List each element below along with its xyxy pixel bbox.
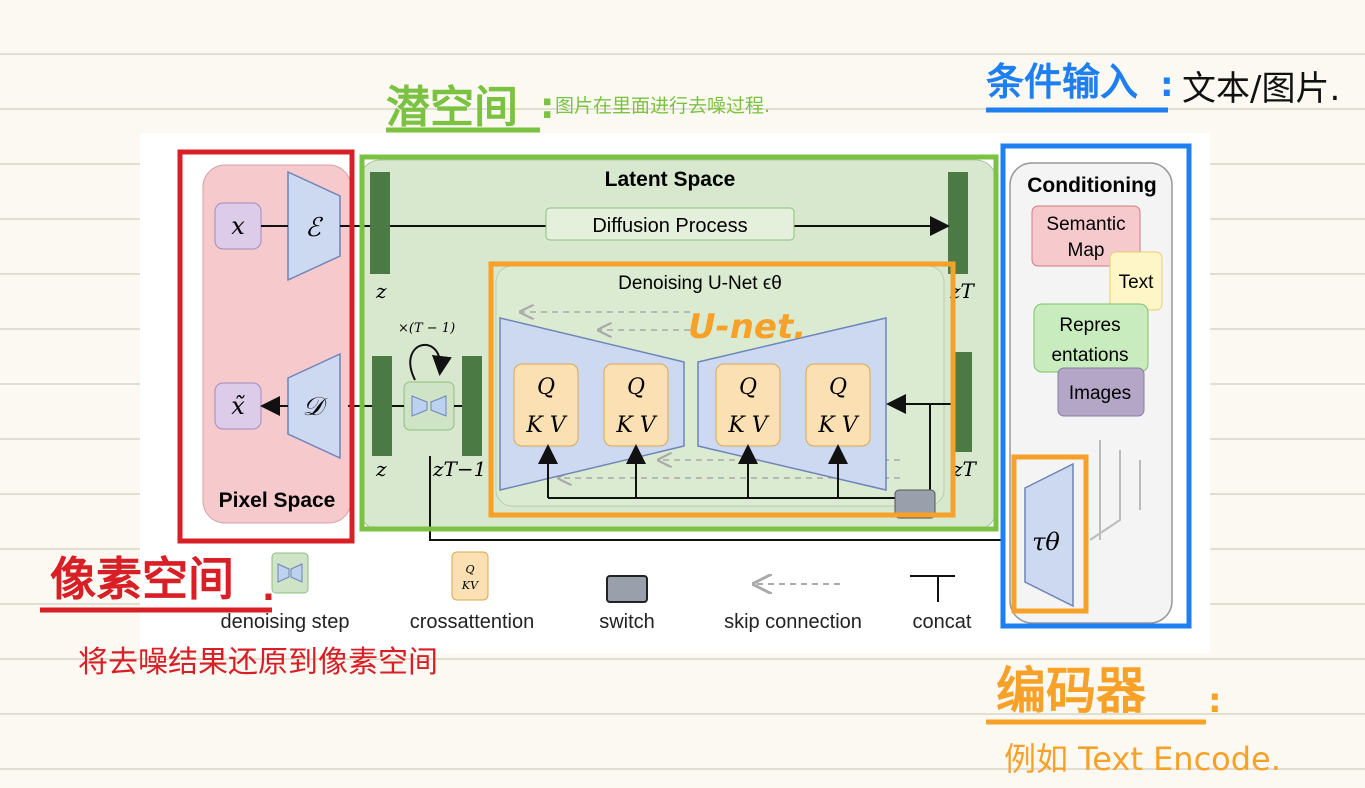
- svg-text::: :: [1160, 65, 1174, 105]
- legend-kv: KV: [461, 579, 479, 592]
- qkv-3-q: Q: [739, 375, 757, 400]
- conditioning-highlight-box: [1000, 143, 1192, 629]
- qkv-block-4: Q K V: [805, 363, 871, 447]
- legend-concat-icon: [910, 575, 955, 602]
- zT-bar-bottom: [952, 352, 972, 452]
- switch-icon: [894, 489, 936, 519]
- pixel-annotation-title: 像素空间: [50, 552, 234, 606]
- qkv-block-2: Q K V: [603, 363, 669, 447]
- svg-text::: :: [540, 86, 554, 127]
- svg-text::: :: [1208, 681, 1222, 721]
- diffusion-process-box: [545, 207, 795, 241]
- legend-denoising-icon: [271, 552, 309, 594]
- z-bar-bottom: [372, 356, 392, 456]
- latent-space-label: Latent Space: [605, 168, 736, 191]
- unet-annotation: U-net.: [688, 307, 806, 347]
- encoder-highlight-box: [1011, 454, 1089, 614]
- tau-encoder-shape: [1024, 462, 1074, 608]
- denoising-step-right-trap: [430, 395, 447, 417]
- x-label: x: [231, 212, 245, 240]
- legend-switch: switch: [599, 611, 655, 633]
- qkv-4-kv: K V: [817, 413, 859, 438]
- qkv-2-kv: K V: [615, 413, 657, 438]
- semantic-map-box: [1031, 205, 1141, 267]
- text-box-label: Text: [1119, 272, 1155, 293]
- unet-label: Denoising U-Net ϵθ: [618, 273, 782, 294]
- legend-crossattention-icon: [451, 551, 489, 601]
- svg-text:.: .: [262, 569, 275, 609]
- pixel-highlight-box: [177, 149, 355, 544]
- unet-highlight-box: [488, 261, 956, 518]
- conditioning-annotation-note: 文本/图片.: [1182, 69, 1340, 109]
- diffusion-process-label: Diffusion Process: [592, 215, 747, 237]
- encoder-annotation-title: 编码器: [996, 662, 1147, 720]
- qkv-1-q: Q: [537, 375, 555, 400]
- decoder-shape: [287, 352, 341, 460]
- tau-label: τθ: [1032, 528, 1060, 556]
- pixel-annotation-note: 将去噪结果还原到像素空间: [78, 645, 438, 680]
- qkv-block-1: Q K V: [513, 363, 579, 447]
- conditioning-return-line: [429, 456, 1005, 541]
- legend-concat: concat: [913, 611, 972, 633]
- conditioning-connectors: [1089, 440, 1141, 541]
- denoising-step-left-trap: [411, 395, 428, 417]
- semantic-map-line2: Map: [1068, 240, 1105, 261]
- repeat-label: ×(T − 1): [398, 321, 455, 336]
- zT1-label: zT−1: [432, 457, 486, 481]
- latent-highlight-box: [359, 154, 999, 532]
- qkv-3-kv: K V: [727, 413, 769, 438]
- z-label-top: z: [375, 279, 387, 303]
- encoder-annotation-note: 例如 Text Encode.: [1004, 740, 1281, 778]
- representations-line2: entations: [1051, 345, 1128, 366]
- legend-denoising-left: [277, 563, 290, 583]
- conditioning-label: Conditioning: [1027, 174, 1156, 197]
- legend-skip-connection: skip connection: [724, 611, 862, 633]
- representations-line1: Repres: [1059, 315, 1120, 336]
- z-bar-top: [370, 172, 390, 274]
- latent-annotation-title: 潜空间: [386, 82, 518, 133]
- legend-denoising-step: denoising step: [221, 611, 350, 633]
- encoder-label: ℰ: [305, 213, 323, 243]
- images-box: [1057, 367, 1145, 417]
- legend-q: Q: [465, 563, 474, 576]
- pixel-space-label: Pixel Space: [219, 489, 336, 512]
- repeat-loop-arrow: [409, 343, 452, 381]
- images-label: Images: [1069, 383, 1131, 404]
- legend-switch-icon: [606, 575, 648, 603]
- semantic-map-line1: Semantic: [1046, 214, 1125, 235]
- legend-denoising-right: [290, 563, 303, 583]
- zT-bar-top: [948, 172, 968, 274]
- qkv-2-q: Q: [627, 375, 645, 400]
- conditioning-annotation-title: 条件输入: [986, 60, 1138, 104]
- zT1-bar: [462, 356, 482, 456]
- x-tilde-label: x̃: [231, 392, 245, 420]
- encoder-shape: [287, 170, 341, 282]
- z-label-bottom: z: [375, 457, 387, 481]
- qkv-block-3: Q K V: [715, 363, 781, 447]
- latent-annotation-note: 图片在里面进行去噪过程.: [555, 95, 770, 117]
- legend-crossattention: crossattention: [410, 611, 535, 633]
- qkv-1-kv: K V: [525, 413, 567, 438]
- qkv-4-q: Q: [829, 375, 847, 400]
